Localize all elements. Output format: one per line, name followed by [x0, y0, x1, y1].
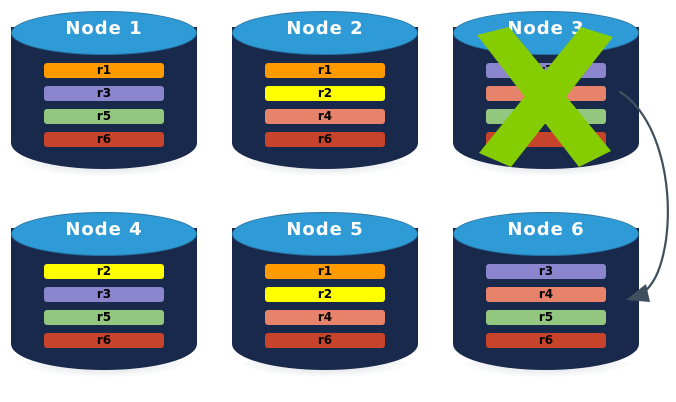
replica-bar[interactable]: r1 — [44, 63, 164, 78]
replica-bar[interactable]: r4 — [265, 109, 385, 124]
node-3-title: Node 3 — [507, 18, 585, 39]
cylinder-top — [232, 11, 418, 55]
replica-bar[interactable]: r6 — [44, 132, 164, 147]
node-4-title: Node 4 — [65, 219, 143, 240]
replica-bar[interactable]: r1 — [265, 63, 385, 78]
node-3-replica-list: r3 — [486, 63, 606, 147]
node-2-replica-list: r1 r2 r4 r6 — [265, 63, 385, 147]
replica-bar[interactable]: r1 — [265, 264, 385, 279]
replica-bar[interactable]: r4 — [265, 310, 385, 325]
cylinder-top — [11, 11, 197, 55]
cylinder-top — [11, 212, 197, 256]
replica-bar[interactable]: r3 — [486, 63, 606, 78]
node-6-title: Node 6 — [507, 219, 585, 240]
node-5-title: Node 5 — [286, 219, 364, 240]
replica-bar[interactable]: r2 — [265, 86, 385, 101]
replica-bar[interactable]: r5 — [44, 310, 164, 325]
replica-bar[interactable]: r6 — [44, 333, 164, 348]
replica-bar[interactable]: r5 — [44, 109, 164, 124]
node-5-replica-list: r1 r2 r4 r6 — [265, 264, 385, 348]
replica-bar[interactable]: r3 — [44, 86, 164, 101]
replica-bar[interactable]: r2 — [44, 264, 164, 279]
node-1-replica-list: r1 r3 r5 r6 — [44, 63, 164, 147]
replica-bar[interactable]: r5 — [486, 310, 606, 325]
cylinder-top — [232, 212, 418, 256]
replica-bar[interactable]: r6 — [265, 132, 385, 147]
node-4-replica-list: r2 r3 r5 r6 — [44, 264, 164, 348]
node-1-title: Node 1 — [65, 18, 143, 39]
replica-bar[interactable]: r6 — [265, 333, 385, 348]
replica-bar[interactable]: r3 — [44, 287, 164, 302]
arrow-curve — [618, 90, 669, 296]
replica-bar[interactable]: r6 — [486, 333, 606, 348]
replica-bar[interactable] — [486, 86, 606, 101]
node-1[interactable]: Node 1 r1 r3 r5 r6 — [11, 5, 197, 179]
replica-bar[interactable]: r2 — [265, 287, 385, 302]
replica-bar[interactable] — [486, 132, 606, 147]
arrow-head — [626, 284, 650, 302]
recovery-arrow-icon — [618, 90, 669, 302]
node-2[interactable]: Node 2 r1 r2 r4 r6 — [232, 5, 418, 179]
cylinder-top — [453, 212, 639, 256]
replica-bar[interactable]: r3 — [486, 264, 606, 279]
node-2-title: Node 2 — [286, 18, 364, 39]
node-6[interactable]: Node 6 r3 r4 r5 r6 — [453, 206, 639, 380]
node-4[interactable]: Node 4 r2 r3 r5 r6 — [11, 206, 197, 380]
replica-bar[interactable]: r4 — [486, 287, 606, 302]
replica-bar[interactable] — [486, 109, 606, 124]
node-5[interactable]: Node 5 r1 r2 r4 r6 — [232, 206, 418, 380]
node-6-replica-list: r3 r4 r5 r6 — [486, 264, 606, 348]
